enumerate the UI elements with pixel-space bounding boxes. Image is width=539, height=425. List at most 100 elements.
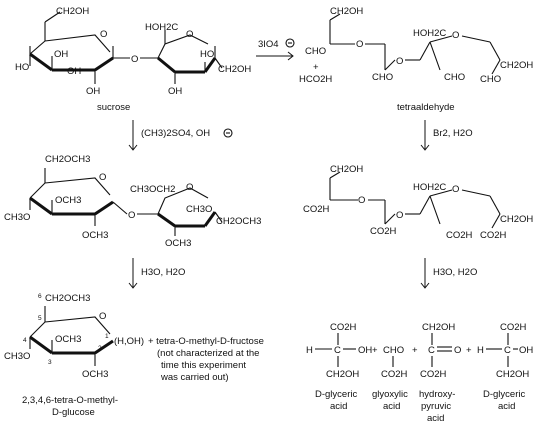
glyceric2-oh: OH xyxy=(519,345,533,356)
sucrose-ch2oh-2: CH2OH xyxy=(218,64,251,75)
diacid-ch2oh: CH2OH xyxy=(330,164,363,175)
sucrose-name: sucrose xyxy=(97,102,130,113)
glyoxylic-cho: CHO xyxy=(383,345,404,356)
tetraaldehyde-o-2: O xyxy=(396,56,403,67)
glucose-anomeric: (H,OH) xyxy=(114,336,144,347)
glyceric2-h: H xyxy=(477,345,484,356)
glyceric2-name-2: acid xyxy=(498,401,515,412)
glyceric1-c: C xyxy=(334,345,341,356)
diacid-o-2: O xyxy=(396,210,403,221)
glucose-och3-1: OCH3 xyxy=(55,334,81,345)
permethyl-structure: CH2OCH3 OCH3 CH3O OCH3 O O CH3OCH2 O CH3… xyxy=(4,154,261,249)
plus-1: + xyxy=(372,345,378,356)
sucrose-ho-2: HO xyxy=(200,49,214,60)
tetraaldehyde-ch2oh-2: CH2OH xyxy=(500,60,533,71)
hydrolysis-arrow-left: H3O, H2O xyxy=(128,258,185,289)
permethyl-ch3o-2: CH3O xyxy=(186,204,212,215)
glyoxylic-name-1: glyoxylic xyxy=(372,389,408,400)
fructose-note: + tetra-O-methyl-D-fructose (not charact… xyxy=(148,336,264,383)
glyoxylic-co2h: CO2H xyxy=(381,369,408,380)
sucrose-oh-1: OH xyxy=(54,49,68,60)
glucose-name-1: 2,3,4,6-tetra-O-methyl- xyxy=(22,395,118,406)
hydroxypyruvic-ch2oh: CH2OH xyxy=(422,322,455,333)
diacid-co2h-1: CO2H xyxy=(303,204,330,215)
glyceric1-oh: OH xyxy=(358,345,372,356)
glyceric1-ch2oh: CH2OH xyxy=(326,369,359,380)
sucrose-oh-3: OH xyxy=(86,86,100,97)
hydroxypyruvic-acid: CH2OH C O CO2H hydroxy- pyruvic acid xyxy=(419,322,461,424)
sucrose-ch2oh: CH2OH xyxy=(56,6,89,17)
hydroxypyruvic-name-2: pyruvic xyxy=(421,401,451,412)
note-line-4: was carried out) xyxy=(160,372,229,383)
diacid-o-1: O xyxy=(358,195,365,206)
glyceric2-name-1: D-glyceric xyxy=(483,389,525,400)
permethyl-ch2och3-2: CH2OCH3 xyxy=(216,216,261,227)
glyceric1-name-1: D-glyceric xyxy=(315,389,357,400)
hydrolysis-left-reagent: H3O, H2O xyxy=(141,267,185,278)
plus-3: + xyxy=(466,345,472,356)
carbon-1-label: 1 xyxy=(105,333,109,340)
tetraaldehyde-cho-1: CHO xyxy=(305,46,326,57)
glyceric2-co2h: CO2H xyxy=(500,322,527,333)
plus-2: + xyxy=(412,345,418,356)
carbon-3-label: 3 xyxy=(48,359,52,366)
carbon-4-label: 4 xyxy=(23,337,27,344)
glyceric2-c: C xyxy=(504,345,511,356)
note-line-3: time this experiment xyxy=(161,360,246,371)
tetraaldehyde-name: tetraaldehyde xyxy=(397,102,455,113)
diacid-o-3: O xyxy=(452,184,459,195)
diacid-ch2oh-2: CH2OH xyxy=(500,214,533,225)
glucose-och3-2: OCH3 xyxy=(82,369,108,380)
glyceric1-h: H xyxy=(306,345,313,356)
sucrose-hoh2c: HOH2C xyxy=(145,22,178,33)
sucrose-oh-2: OH xyxy=(67,66,81,77)
hydroxypyruvic-name-3: acid xyxy=(427,413,444,424)
hydroxypyruvic-o: O xyxy=(454,345,461,356)
permethyl-ch2och3: CH2OCH3 xyxy=(45,154,90,165)
carbon-2-label: 2 xyxy=(98,345,102,352)
glucose-name-2: D-glucose xyxy=(52,407,95,418)
periodate-reagent: 3IO4 xyxy=(258,39,279,50)
periodate-arrow: 3IO4 xyxy=(256,38,295,61)
sucrose-structure: CH2OH OH HO OH OH O O HOH2C O HO CH2OH O… xyxy=(15,6,251,113)
glucose-ch3o: CH3O xyxy=(4,351,30,362)
hydrolysis-right-reagent: H3O, H2O xyxy=(433,267,477,278)
glyceric1-co2h: CO2H xyxy=(330,322,357,333)
tetraaldehyde-plus: + xyxy=(313,62,319,73)
glyceric2-ch2oh: CH2OH xyxy=(496,369,529,380)
glyoxylic-name-2: acid xyxy=(383,401,400,412)
sucrose-ring-o-2: O xyxy=(186,29,193,40)
tetraaldehyde-hoh2c: HOH2C xyxy=(413,28,446,39)
permethyl-och3-3: OCH3 xyxy=(165,238,191,249)
tetraaldehyde-o-1: O xyxy=(356,39,363,50)
permethyl-bridge-o: O xyxy=(128,210,135,221)
diacid-co2h-2: CO2H xyxy=(370,226,397,237)
diacid-structure: CH2OH CO2H O CO2H O HOH2C O CO2H CO2H CH… xyxy=(303,164,533,241)
tetramethylglucose-structure: 6 CH2OCH3 5 4 OCH3 CH3O 3 OCH3 2 1 (H,OH… xyxy=(4,293,144,418)
carbon-5-label: 5 xyxy=(38,315,42,322)
hydroxypyruvic-co2h: CO2H xyxy=(420,369,447,380)
carbon-6-label: 6 xyxy=(38,293,42,300)
permethyl-och3-1: OCH3 xyxy=(55,195,81,206)
methylation-arrow: (CH3)2SO4, OH xyxy=(128,120,233,151)
diacid-hoh2c: HOH2C xyxy=(413,182,446,193)
permethyl-ring-o-1: O xyxy=(99,172,106,183)
hydroxypyruvic-c: C xyxy=(428,345,435,356)
note-line-2: (not characterized at the xyxy=(157,348,259,359)
diacid-co2h-3: CO2H xyxy=(446,230,473,241)
glyceric-acid-1: CO2H H C OH CH2OH D-glyceric acid xyxy=(306,322,372,412)
tetraaldehyde-cho-2: CHO xyxy=(372,72,393,83)
sucrose-ho: HO xyxy=(15,62,29,73)
sucrose-ring-o-1: O xyxy=(100,29,107,40)
glucose-ring-o: O xyxy=(99,311,106,322)
tetraaldehyde-cho-4: CHO xyxy=(480,74,501,85)
methylation-reagent: (CH3)2SO4, OH xyxy=(141,128,210,139)
tetraaldehyde-ch2oh: CH2OH xyxy=(330,6,363,17)
glyceric1-name-2: acid xyxy=(330,401,347,412)
sucrose-oh-4: OH xyxy=(168,86,182,97)
tetraaldehyde-structure: CH2OH CHO + HCO2H O CHO O HOH2C O CHO CH… xyxy=(299,6,533,113)
permethyl-ch3o: CH3O xyxy=(4,212,30,223)
tetraaldehyde-cho-3: CHO xyxy=(444,72,465,83)
